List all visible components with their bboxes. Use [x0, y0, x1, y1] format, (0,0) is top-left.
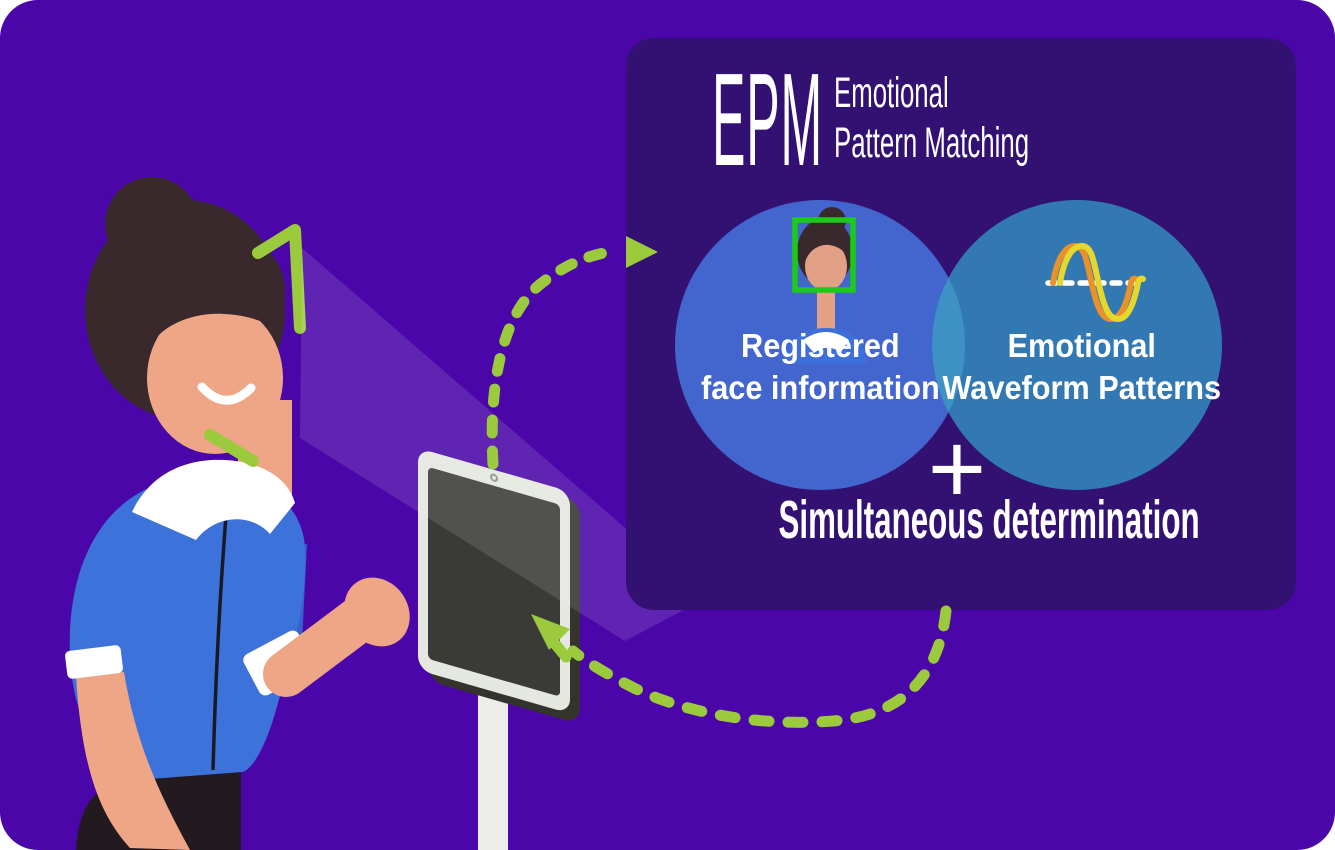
- right-label-line2: Waveform Patterns: [942, 369, 1222, 406]
- left-label-line2: face information: [700, 369, 940, 406]
- epm-panel: EPM Emotional Pattern Matching Registere…: [626, 38, 1296, 610]
- face: [147, 302, 283, 454]
- hair-fringe: [137, 238, 286, 352]
- smile: [197, 382, 256, 405]
- face-detection-box-icon: [792, 217, 856, 293]
- venn-right-circle: [932, 200, 1222, 490]
- tablet-screen: [428, 468, 560, 696]
- left-cuff: [65, 645, 123, 679]
- title-subtitle-line1: Emotional: [834, 69, 949, 117]
- woman-illustration: [65, 177, 410, 850]
- left-circle-label: Registered face information: [675, 325, 965, 409]
- left-forearm: [76, 672, 190, 850]
- waveform-icon: [1045, 242, 1146, 323]
- plus-icon: +: [927, 413, 987, 525]
- title-subtitle: Emotional Pattern Matching: [834, 68, 1029, 168]
- left-label-line1: Registered: [740, 327, 900, 364]
- face-capture-frame-icon: [204, 224, 306, 467]
- avatar-fringe: [803, 224, 850, 262]
- right-forearm: [263, 597, 381, 697]
- capture-bracket-bottom: [204, 429, 259, 467]
- avatar-neck: [817, 284, 835, 332]
- avatar-face: [805, 241, 847, 291]
- title-subtitle-line2: Pattern Matching: [834, 119, 1030, 167]
- avatar-collar: [803, 332, 849, 353]
- left-circle-label-text: Registered face information: [701, 325, 940, 409]
- tablet-camera-icon: [490, 473, 498, 482]
- collar: [132, 459, 295, 540]
- hand: [344, 577, 410, 647]
- capture-bracket-top: [252, 224, 306, 334]
- right-label-line1: Emotional: [1007, 327, 1156, 364]
- caption: Simultaneous determination: [626, 490, 1199, 550]
- face-detection-avatar-icon: [785, 207, 867, 364]
- waveform-yellow: [1057, 242, 1146, 323]
- caption-text: Simultaneous determination: [778, 490, 1200, 550]
- right-circle-label: Emotional Waveform Patterns: [932, 325, 1222, 409]
- title-acronym: EPM: [712, 46, 823, 193]
- venn-diagram: [675, 200, 1222, 490]
- right-circle-label-text: Emotional Waveform Patterns: [942, 325, 1221, 409]
- venn-overlap: [931, 277, 966, 413]
